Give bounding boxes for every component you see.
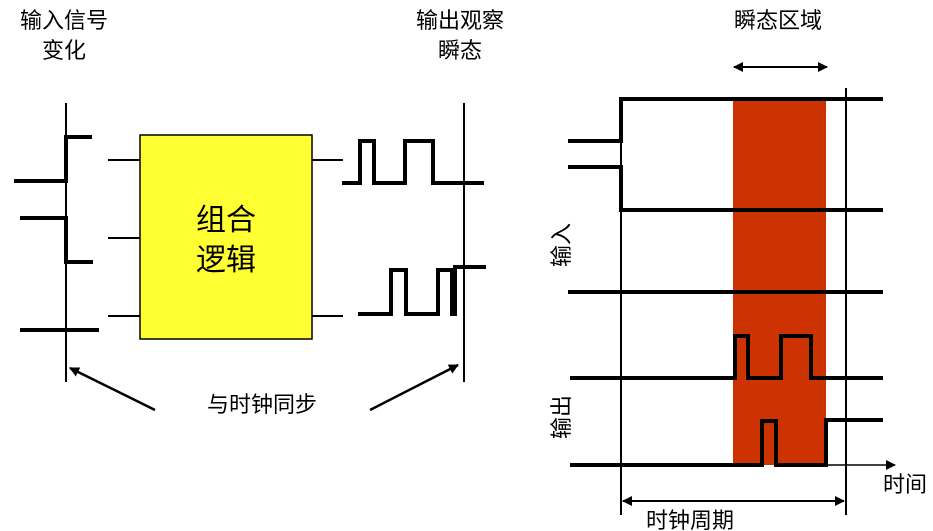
input-timing-wave-1	[568, 97, 883, 143]
output-timing-wave-3	[570, 418, 883, 467]
time-axis-label: 时间	[883, 473, 927, 498]
input-wave-2	[20, 216, 93, 264]
transient-region	[733, 99, 826, 465]
transient-region-label: 瞬态区域	[734, 9, 822, 34]
block-label-line2: 逻辑	[196, 243, 256, 278]
sync-arrow-left	[69, 366, 156, 412]
sync-label: 与时钟同步	[207, 393, 317, 418]
input-axis-label: 输入	[550, 223, 575, 267]
output-transient-label-line2: 瞬态	[438, 39, 482, 64]
input-change-label-line1: 输入信号	[20, 9, 108, 34]
output-wave-1	[342, 139, 484, 185]
block-label-line1: 组合	[196, 203, 256, 238]
output-wave-2	[358, 265, 486, 316]
input-change-label-line2: 变化	[42, 39, 86, 64]
output-axis-label: 输出	[550, 395, 575, 439]
output-timing-wave-2	[570, 334, 883, 380]
input-timing-wave-2	[568, 165, 883, 212]
sync-arrow-right	[369, 363, 459, 412]
output-transient-label-line1: 输出观察	[416, 9, 504, 34]
input-wave-1	[14, 135, 92, 183]
clock-period-label: 时钟周期	[646, 509, 734, 531]
